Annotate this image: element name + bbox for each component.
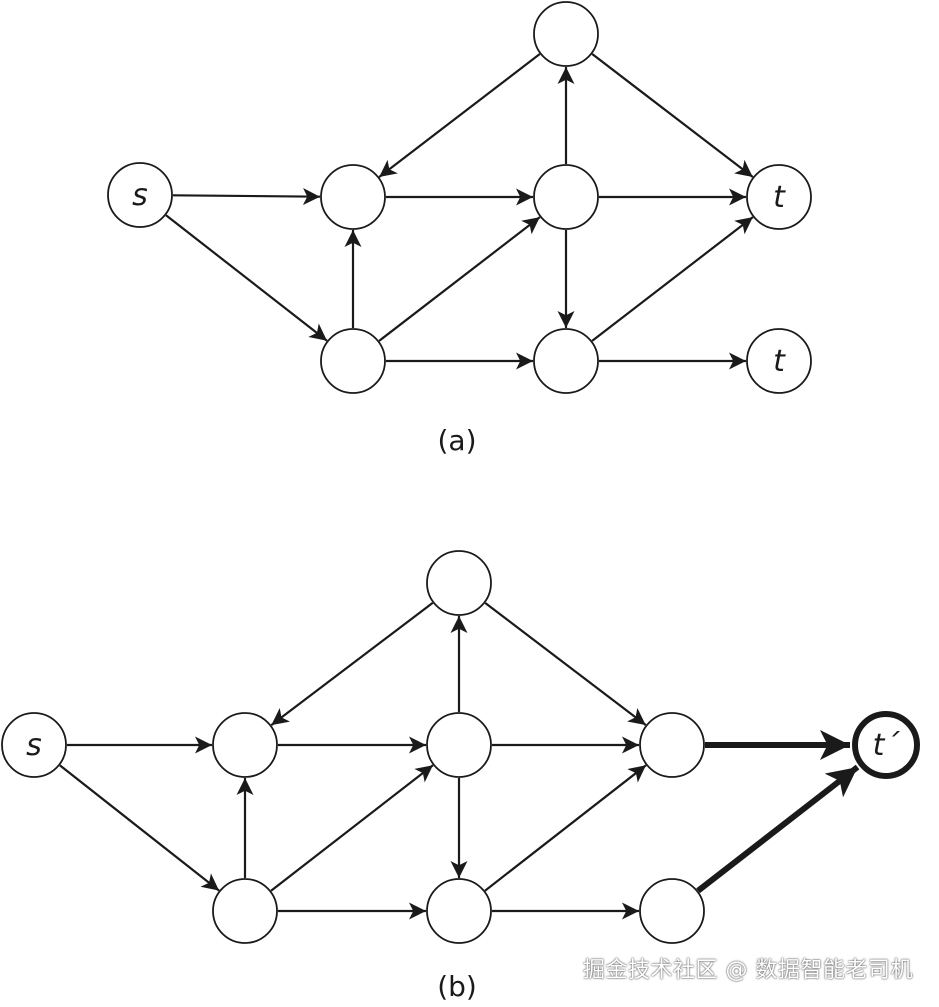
fig-b-node-b2	[426, 712, 492, 778]
figure-a-nodes: s t t	[107, 1, 812, 394]
fig-a-edge-s-a1	[172, 188, 321, 206]
fig-a-edge-s-a4	[165, 214, 328, 342]
fig-b-node-b3	[426, 550, 492, 616]
fig-a-node-a2	[533, 164, 599, 230]
fig-b-edge-b5-b6	[484, 764, 647, 892]
fig-b-node-circle	[426, 712, 492, 778]
fig-a-node-label: s	[132, 178, 148, 213]
fig-a-node-circle	[320, 328, 386, 394]
fig-b-node-s: s	[1, 712, 67, 778]
fig-b-edge-b7-tp	[696, 764, 860, 894]
fig-a-node-a4	[320, 328, 386, 394]
fig-b-node-circle	[639, 878, 705, 944]
fig-a-node-circle	[533, 164, 599, 230]
fig-a-node-s: s	[107, 162, 173, 228]
fig-a-node-circle	[107, 162, 173, 228]
fig-a-node-circle	[533, 1, 599, 67]
fig-a-edge-a3-a1	[378, 53, 541, 178]
figure-a-caption: (a)	[437, 424, 476, 457]
fig-b-edge-b3-b1	[270, 602, 434, 726]
fig-b-edge-b4-b2	[270, 764, 434, 892]
fig-b-node-b1	[212, 712, 278, 778]
fig-b-node-b7	[639, 878, 705, 944]
fig-b-edge-b3-b6	[484, 602, 647, 726]
fig-a-node-circle	[746, 164, 812, 230]
figure-a: s t t (a)	[107, 1, 812, 457]
watermark-text: 掘金技术社区 @ 数据智能老司机	[583, 958, 913, 983]
fig-a-node-a1	[320, 164, 386, 230]
fig-a-node-a5	[533, 328, 599, 394]
fig-b-node-b4	[212, 878, 278, 944]
fig-b-node-circle	[212, 712, 278, 778]
fig-a-node-t2: t	[746, 328, 812, 394]
fig-a-node-circle	[533, 328, 599, 394]
fig-b-node-circle	[639, 712, 705, 778]
figure-b-nodes: s t´	[1, 550, 920, 944]
fig-b-node-circle	[852, 711, 920, 779]
figure-a-edges	[165, 53, 754, 370]
fig-a-node-label: t	[773, 344, 786, 379]
figure-b: s t´ (b)	[1, 550, 920, 1003]
fig-b-node-label: s	[26, 728, 42, 763]
fig-a-node-a3	[533, 1, 599, 67]
fig-b-node-circle	[426, 550, 492, 616]
fig-b-node-circle	[426, 878, 492, 944]
figure-b-caption: (b)	[437, 970, 477, 1003]
figure-b-edges	[59, 602, 860, 920]
fig-a-node-circle	[320, 164, 386, 230]
fig-a-node-circle	[746, 328, 812, 394]
fig-a-edge-a3-t1	[591, 53, 754, 178]
fig-b-node-tp: t´	[852, 711, 920, 779]
fig-b-node-label: t´	[873, 728, 901, 763]
fig-b-edge-s-b4	[59, 764, 220, 892]
fig-a-node-label: t	[773, 180, 786, 215]
fig-b-node-circle	[212, 878, 278, 944]
fig-b-node-b6	[639, 712, 705, 778]
fig-a-edge-a5-t1	[591, 216, 754, 342]
fig-a-node-t1: t	[746, 164, 812, 230]
fig-b-node-b5	[426, 878, 492, 944]
fig-a-edge-a4-a2	[378, 216, 541, 342]
fig-b-node-circle	[1, 712, 67, 778]
